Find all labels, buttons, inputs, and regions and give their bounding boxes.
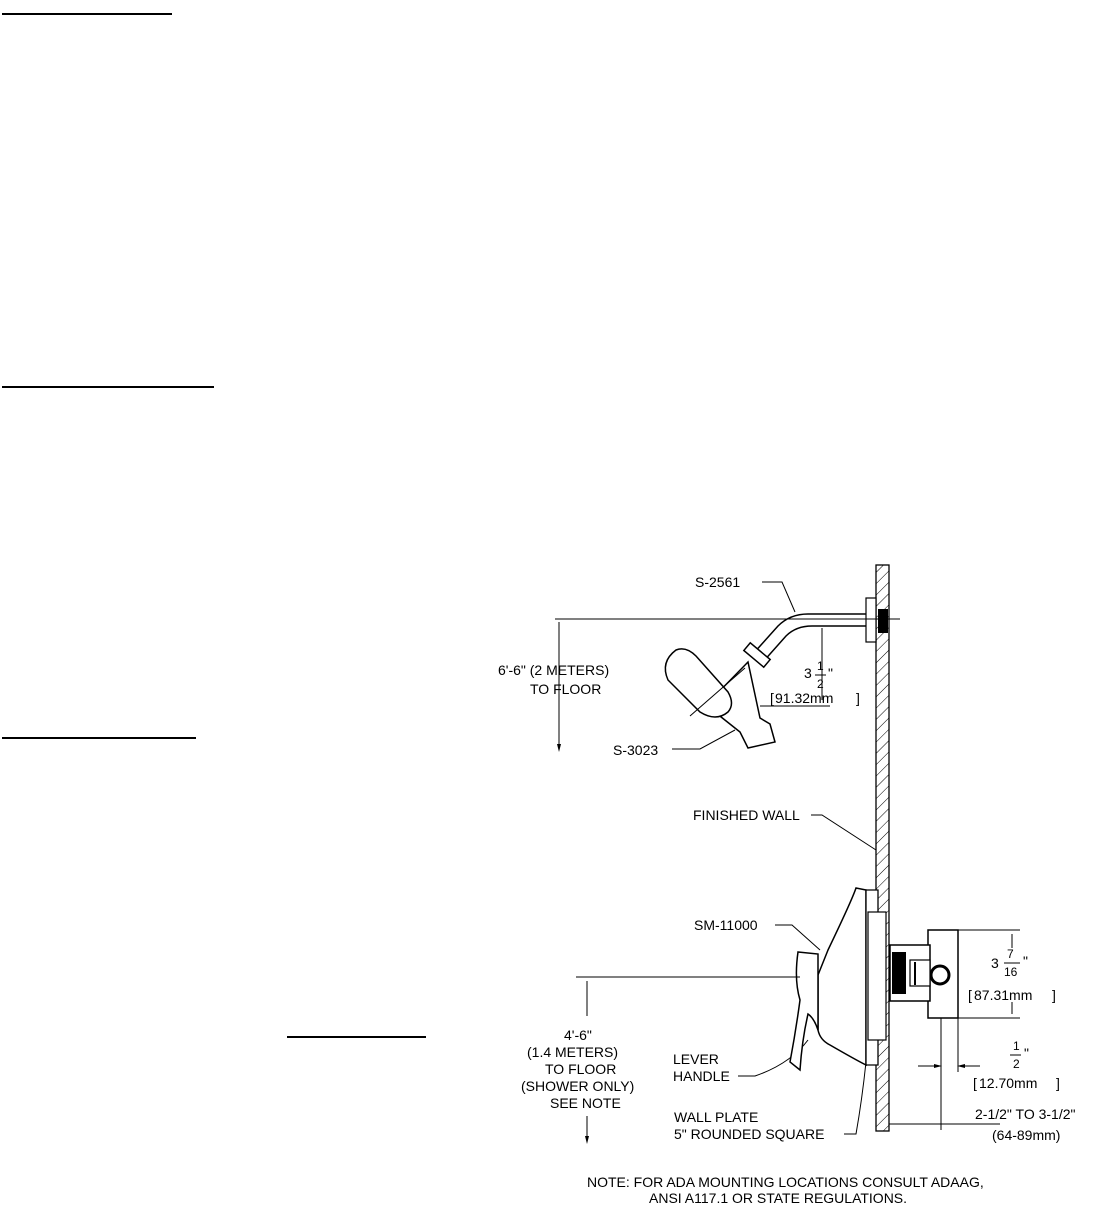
half-inch-dimension (918, 1018, 980, 1130)
note-line-2: ANSI A117.1 OR STATE REGULATIONS. (649, 1190, 907, 1206)
label-valve-depth-den: 16 (1004, 965, 1018, 979)
label-shower-arm: S-2561 (695, 574, 740, 590)
label-arm-drop-inch: " (828, 665, 833, 681)
heading-underline-3 (2, 737, 196, 739)
label-valve-height-2: (1.4 METERS) (527, 1044, 618, 1060)
label-valve-depth-whole: 3 (991, 955, 999, 971)
label-valve-height-4: (SHOWER ONLY) (521, 1078, 634, 1094)
heading-underline-1 (2, 13, 172, 15)
label-lever-2: HANDLE (673, 1068, 730, 1084)
label-rough-range-mm: (64-89mm) (992, 1127, 1060, 1143)
arm-drop-dimension (760, 628, 830, 707)
bracket-left-3: [ (973, 1075, 977, 1091)
label-rough-range: 2-1/2" TO 3-1/2" (975, 1106, 1076, 1122)
label-finished-wall: FINISHED WALL (693, 807, 800, 823)
leader-lines (672, 581, 877, 1135)
label-lever-1: LEVER (673, 1051, 719, 1067)
label-shower-head: S-3023 (613, 742, 658, 758)
heading-underline-2 (2, 386, 214, 388)
valve-body (889, 929, 959, 1019)
shower-arm (742, 613, 866, 669)
label-valve-height-3: TO FLOOR (545, 1061, 616, 1077)
valve-depth-dimension (958, 929, 1020, 1019)
label-half-inch: " (1024, 1045, 1029, 1061)
label-valve-height-1: 4'-6" (564, 1027, 592, 1043)
label-arm-drop-num: 1 (817, 659, 824, 673)
label-half-den: 2 (1013, 1057, 1020, 1071)
label-head-height-2: TO FLOOR (530, 681, 601, 697)
label-wall-plate-1: WALL PLATE (674, 1109, 758, 1125)
label-arm-drop-whole: 3 (804, 665, 812, 681)
label-valve-depth-mm: 87.31mm (974, 987, 1032, 1003)
bracket-left-2: [ (968, 987, 972, 1003)
label-valve-depth-inch: " (1023, 953, 1028, 969)
label-arm-drop-den: 2 (817, 677, 824, 691)
bracket-right-1: ] (856, 690, 860, 706)
label-arm-drop-mm: 91.32mm (775, 690, 833, 706)
label-half-mm: 12.70mm (979, 1075, 1037, 1091)
label-valve: SM-11000 (694, 917, 758, 933)
bracket-right-3: ] (1056, 1075, 1060, 1091)
shower-head (664, 648, 776, 749)
label-wall-plate-2: 5" ROUNDED SQUARE (674, 1126, 824, 1142)
valve-height-dimension (576, 976, 800, 1144)
label-half-num: 1 (1013, 1039, 1020, 1053)
note-line-1: NOTE: FOR ADA MOUNTING LOCATIONS CONSULT… (587, 1174, 984, 1190)
bracket-left-1: [ (770, 690, 774, 706)
label-valve-height-5: SEE NOTE (550, 1095, 621, 1111)
head-height-dimension (555, 618, 820, 752)
heading-underline-4 (287, 1036, 426, 1038)
bracket-right-2: ] (1052, 987, 1056, 1003)
label-head-height-1: 6'-6" (2 METERS) (498, 662, 609, 678)
label-valve-depth-num: 7 (1007, 947, 1014, 961)
valve-trim (789, 887, 887, 1072)
arm-flange (820, 597, 900, 643)
